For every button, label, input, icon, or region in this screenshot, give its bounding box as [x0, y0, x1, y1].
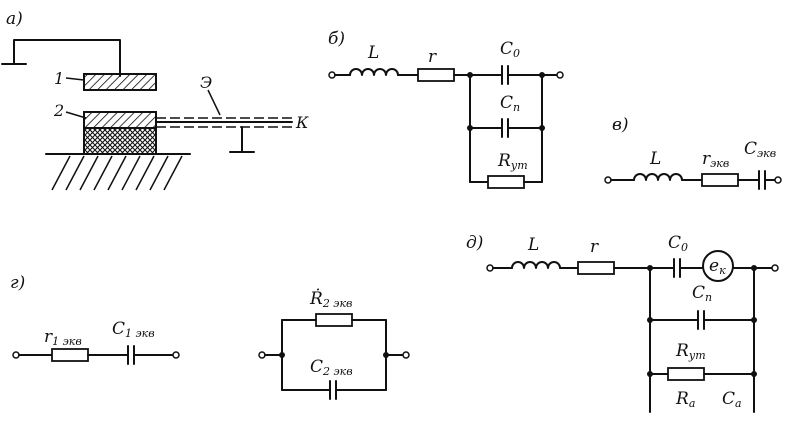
node — [539, 125, 545, 131]
inductor-L-label: L — [367, 43, 379, 63]
resistor-r1-eq-label: r1 экв — [44, 327, 82, 348]
resistor-r1-eq — [51, 348, 89, 362]
ground-hatch — [51, 155, 183, 191]
panel-v-label: в) — [612, 115, 629, 135]
resistor-Ra-label: Ra — [675, 389, 695, 410]
node — [647, 371, 653, 377]
node — [647, 317, 653, 323]
panel-g: г) r1 экв C1 экв Ṙ2 экв C2 экв — [10, 273, 410, 400]
cap-C0-label: C0 — [500, 39, 520, 60]
resistor-Rut-label: Rут — [497, 151, 528, 172]
emf-source-ek — [702, 250, 734, 282]
cap-Cp-label: Cп — [692, 283, 712, 304]
base-electrode — [83, 127, 157, 155]
resistor-r-eq — [701, 173, 739, 187]
resistor-r-label: r — [428, 47, 437, 67]
cap-C0-label: C0 — [668, 233, 688, 254]
part-2-leader — [65, 111, 87, 119]
cap-Ca-label: Ca — [722, 389, 742, 410]
dielectric-2 — [83, 111, 157, 129]
terminal-out[interactable] — [771, 264, 779, 272]
panel-a: а) 1 2 Э К — [1, 9, 309, 191]
panel-b-label: б) — [328, 29, 345, 49]
panel-d-label: д) — [466, 233, 483, 253]
resistor-Rut — [667, 367, 705, 381]
panel-v: в) L rэкв Cэкв — [604, 115, 782, 190]
part-1-leader — [65, 77, 85, 81]
inductor-L — [349, 68, 399, 76]
resistor-r — [417, 68, 455, 82]
node — [751, 317, 757, 323]
resistor-Rut — [487, 175, 525, 189]
resistor-Rut-label: Rут — [675, 341, 706, 362]
electrode-lead — [13, 39, 121, 77]
resistor-r-label: r — [590, 237, 599, 257]
resistor-r — [577, 261, 615, 275]
panel-g-label: г) — [10, 273, 25, 293]
panel-b: б) L r C0 Cп Rут — [328, 29, 564, 189]
electrode-1 — [83, 73, 157, 91]
inductor-L-label: L — [649, 149, 661, 169]
inductor-L — [633, 173, 683, 181]
cap-C-eq-label: Cэкв — [744, 139, 776, 160]
screen-label: Э — [200, 73, 212, 92]
cap-C2-eq-label: C2 экв — [310, 357, 353, 378]
inductor-L-label: L — [527, 235, 539, 255]
terminal-out[interactable] — [172, 351, 180, 359]
part-2-label: 2 — [53, 101, 64, 120]
panel-d: д) L r C0 eк Cп Rут — [466, 233, 779, 413]
resistor-R2-eq-label: Ṙ2 экв — [309, 288, 352, 310]
part-1-label: 1 — [54, 69, 64, 88]
cable-label: К — [295, 113, 309, 132]
resistor-R2-eq — [315, 313, 353, 327]
terminal-out[interactable] — [774, 176, 782, 184]
terminal-out[interactable] — [402, 351, 410, 359]
cap-Cp-label: Cп — [500, 93, 520, 114]
inductor-L — [511, 261, 561, 269]
screen-leader — [207, 89, 221, 116]
node — [539, 72, 545, 78]
cap-C1-eq-label: C1 экв — [112, 319, 155, 340]
emf-source-ek-label: eк — [709, 256, 726, 277]
node — [467, 72, 473, 78]
terminal-out[interactable] — [556, 71, 564, 79]
panel-a-label: а) — [6, 9, 23, 29]
resistor-r-eq-label: rэкв — [702, 149, 729, 170]
node — [467, 125, 473, 131]
node — [751, 371, 757, 377]
